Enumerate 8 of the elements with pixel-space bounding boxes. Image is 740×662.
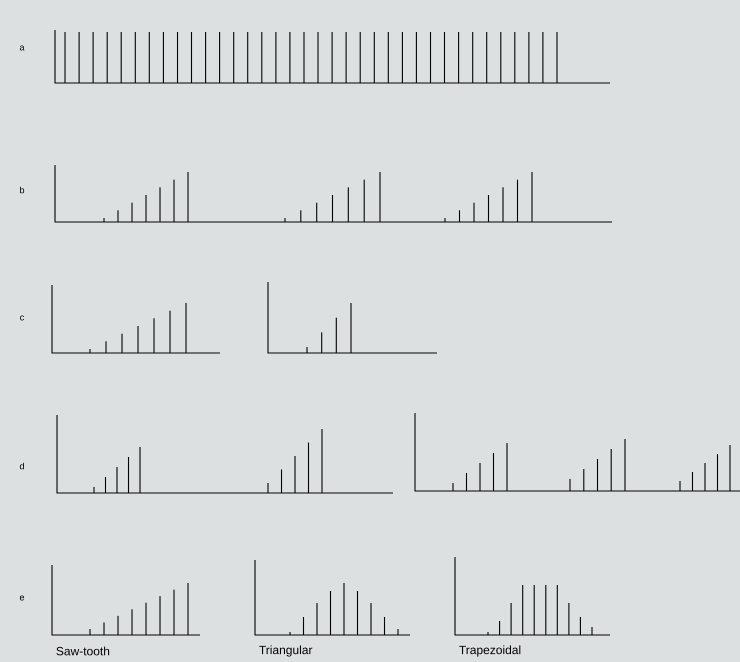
waveform-caption: Triangular [259,645,312,657]
waveform-caption: Trapezoidal [459,645,520,657]
row-letter: b [20,186,24,194]
row-letter: e [20,596,24,600]
row-letter: c [20,316,24,320]
waveform-caption: Saw-tooth [56,646,110,656]
row-letter: d [20,462,24,470]
row-letter: a [20,46,24,50]
